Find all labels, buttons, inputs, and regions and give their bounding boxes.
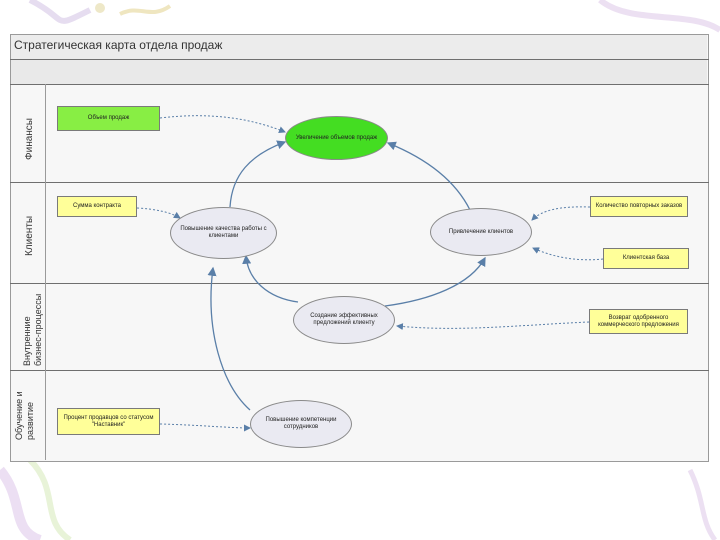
lane-label-column-border <box>45 84 46 460</box>
goal-attract-clients: Привлечение клиентов <box>430 208 532 256</box>
page-title: Стратегическая карта отдела продаж <box>14 38 223 52</box>
goal-improve-client-quality: Повышение качества работы с клиентами <box>170 207 277 259</box>
link-offer-to-quality <box>242 254 299 303</box>
goal-staff-competence: Повышение компетенции сотрудников <box>250 400 352 448</box>
link-contract-sum <box>136 207 181 219</box>
indicator-repeat-orders: Количество повторных заказов <box>590 196 688 217</box>
link-offer-return <box>396 321 590 331</box>
indicator-sales-volume: Объем продаж <box>57 106 160 131</box>
title-row <box>11 35 707 59</box>
link-client-base <box>532 247 604 261</box>
link-staff-to-quality <box>207 266 251 411</box>
link-managers-status <box>159 423 251 432</box>
link-sales-volume <box>159 115 286 134</box>
divider-clients <box>10 283 709 284</box>
divider-internal <box>10 370 709 371</box>
link-quality-to-sales <box>229 140 287 208</box>
goal-effective-offer: Создание эффективных предложений клиенту <box>293 296 395 344</box>
indicator-client-base: Клиентская база <box>603 248 689 269</box>
indicator-contract-sum: Сумма контракта <box>57 196 137 217</box>
divider-title <box>10 59 709 60</box>
divider-header <box>10 84 709 85</box>
link-offer-to-attract <box>384 256 486 307</box>
strategy-map-frame <box>10 34 709 462</box>
indicator-managers-status: Процент продавцов со статусом "Наставник… <box>57 408 160 435</box>
indicator-commercial-offer-return: Возврат одобренного коммерческого предло… <box>589 309 688 334</box>
link-repeat-orders <box>531 206 591 221</box>
divider-finance <box>10 182 709 183</box>
link-attract-to-sales <box>386 141 471 211</box>
header-band <box>11 60 707 84</box>
goal-increase-sales: Увеличение объемов продаж <box>285 116 388 160</box>
